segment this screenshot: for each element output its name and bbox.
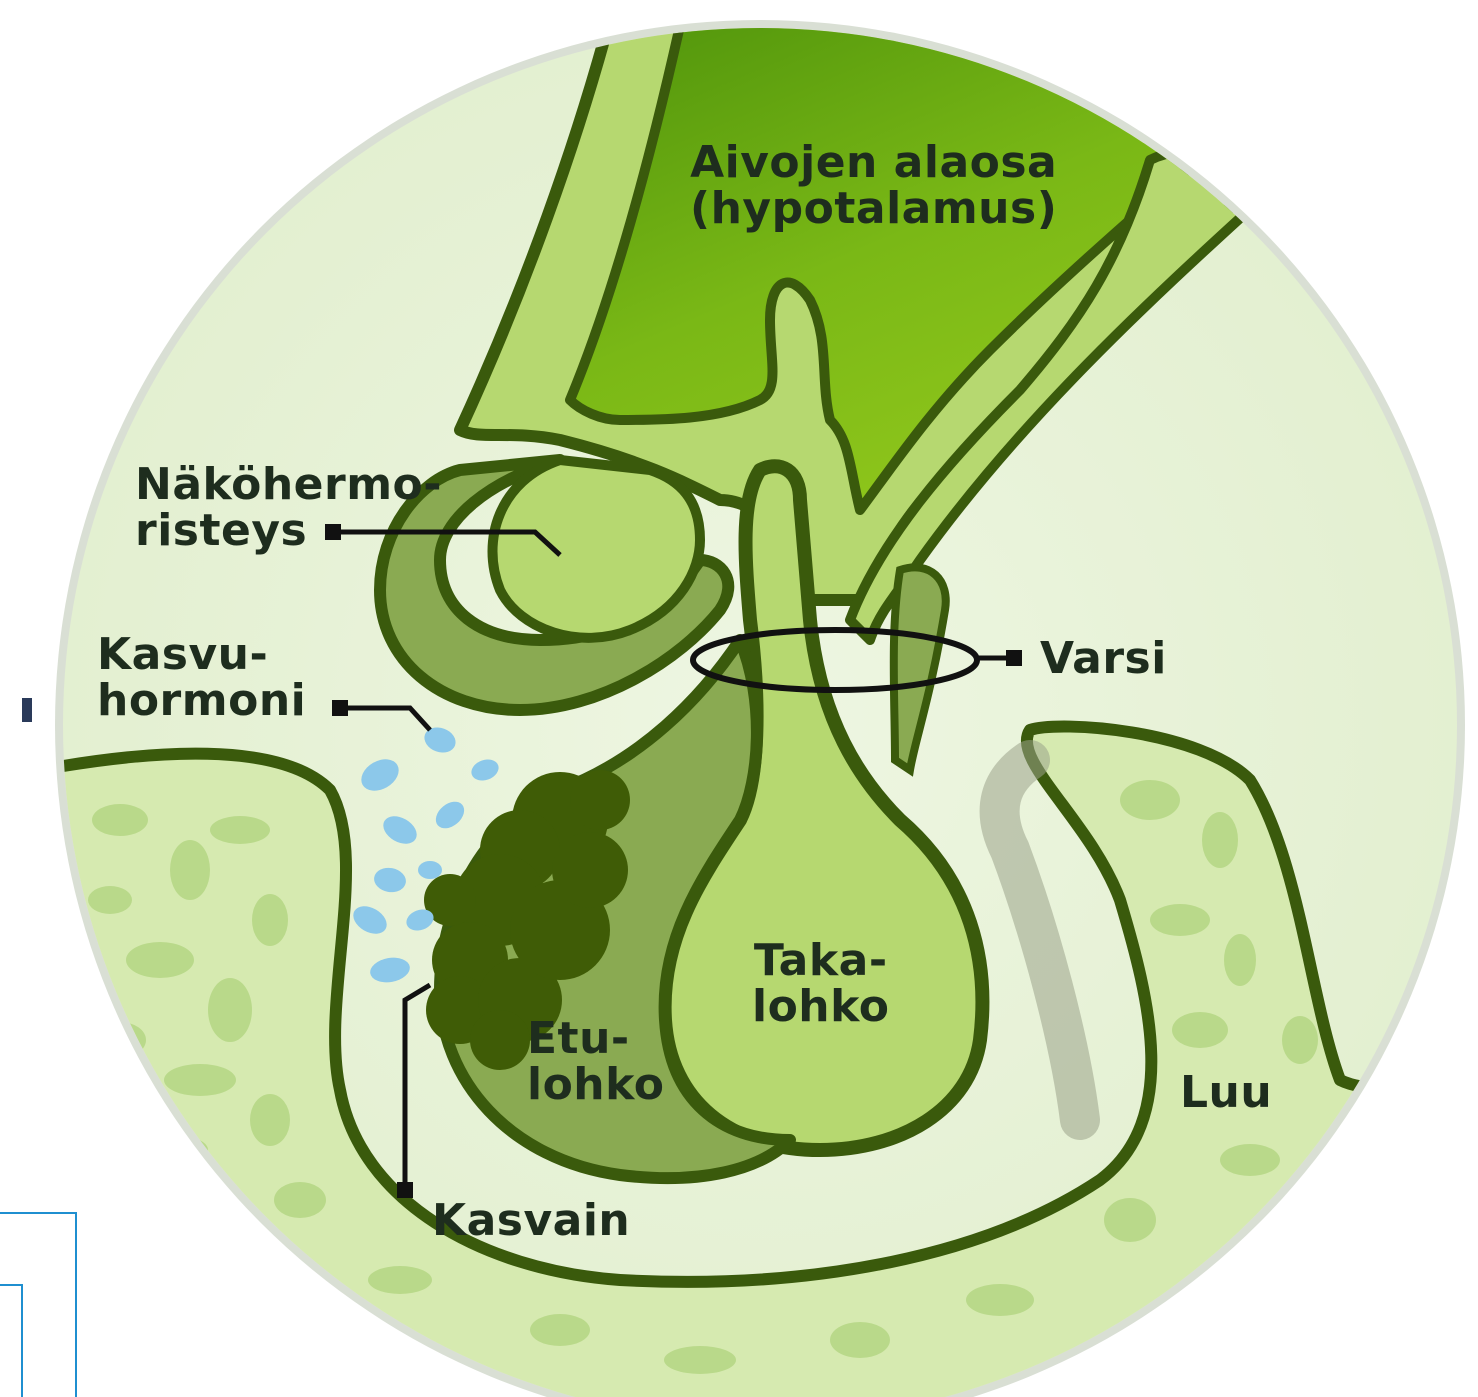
label-tumor: Kasvain — [432, 1198, 630, 1244]
label-bone: Luu — [1180, 1070, 1272, 1116]
label-optic-chiasm: Näköhermo- risteys — [135, 462, 442, 554]
label-hypothalamus: Aivojen alaosa (hypotalamus) — [690, 140, 1057, 232]
label-posterior-lobe: Taka- lohko — [752, 938, 889, 1030]
left-edge-marker — [22, 698, 32, 722]
label-stalk: Varsi — [1040, 636, 1167, 682]
label-anterior-lobe: Etu- lohko — [527, 1016, 664, 1108]
label-growth-hormone: Kasvu- hormoni — [97, 632, 306, 724]
blue-frame-decoration — [0, 1213, 76, 1397]
